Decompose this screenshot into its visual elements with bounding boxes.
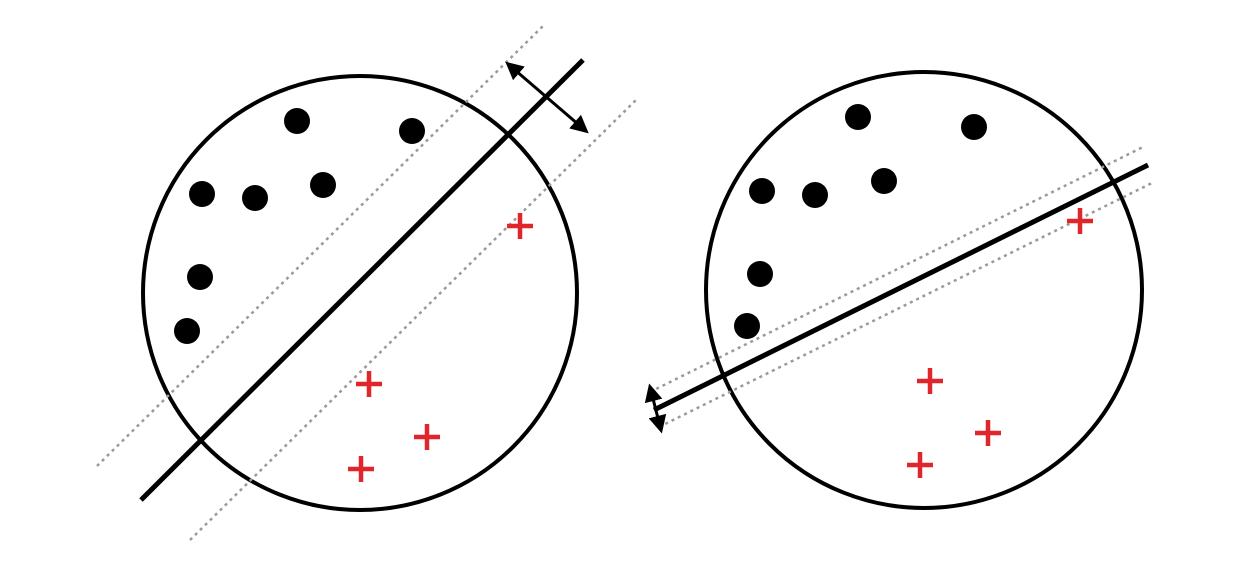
negative-sample-dot [399, 118, 425, 144]
positive-sample-plus [975, 420, 1001, 446]
panel-narrow-margin [644, 70, 1155, 510]
margin-line-upper [649, 145, 1144, 394]
positive-sample-plus [907, 452, 933, 478]
negative-sample-dot [747, 261, 773, 287]
margin-width-arrow [505, 61, 589, 134]
positive-samples [348, 213, 533, 482]
margin-line-lower [189, 99, 637, 541]
margin-line-upper [96, 25, 544, 467]
positive-sample-plus [414, 424, 440, 450]
positive-sample-plus [348, 456, 374, 482]
negative-sample-dot [187, 264, 213, 290]
negative-sample-dot [189, 181, 215, 207]
negative-sample-dot [749, 178, 775, 204]
negative-sample-dot [802, 182, 828, 208]
negative-sample-dot [242, 185, 268, 211]
positive-sample-plus [356, 371, 382, 397]
margin-width-arrow [644, 383, 667, 434]
positive-sample-plus [1067, 208, 1093, 234]
negative-samples [734, 104, 987, 339]
positive-sample-plus [917, 368, 943, 394]
panel-wide-margin [96, 25, 637, 541]
decision-boundary [652, 162, 1150, 413]
negative-sample-dot [174, 318, 200, 344]
negative-sample-dot [961, 114, 987, 140]
positive-sample-plus [507, 213, 533, 239]
negative-sample-dot [845, 104, 871, 130]
region-circle [141, 74, 579, 512]
region-circle [704, 70, 1144, 510]
negative-sample-dot [734, 313, 760, 339]
negative-sample-dot [284, 108, 310, 134]
margin-line-lower [658, 180, 1155, 429]
positive-samples [907, 208, 1093, 478]
negative-sample-dot [871, 168, 897, 194]
negative-samples [174, 108, 425, 344]
negative-sample-dot [310, 172, 336, 198]
